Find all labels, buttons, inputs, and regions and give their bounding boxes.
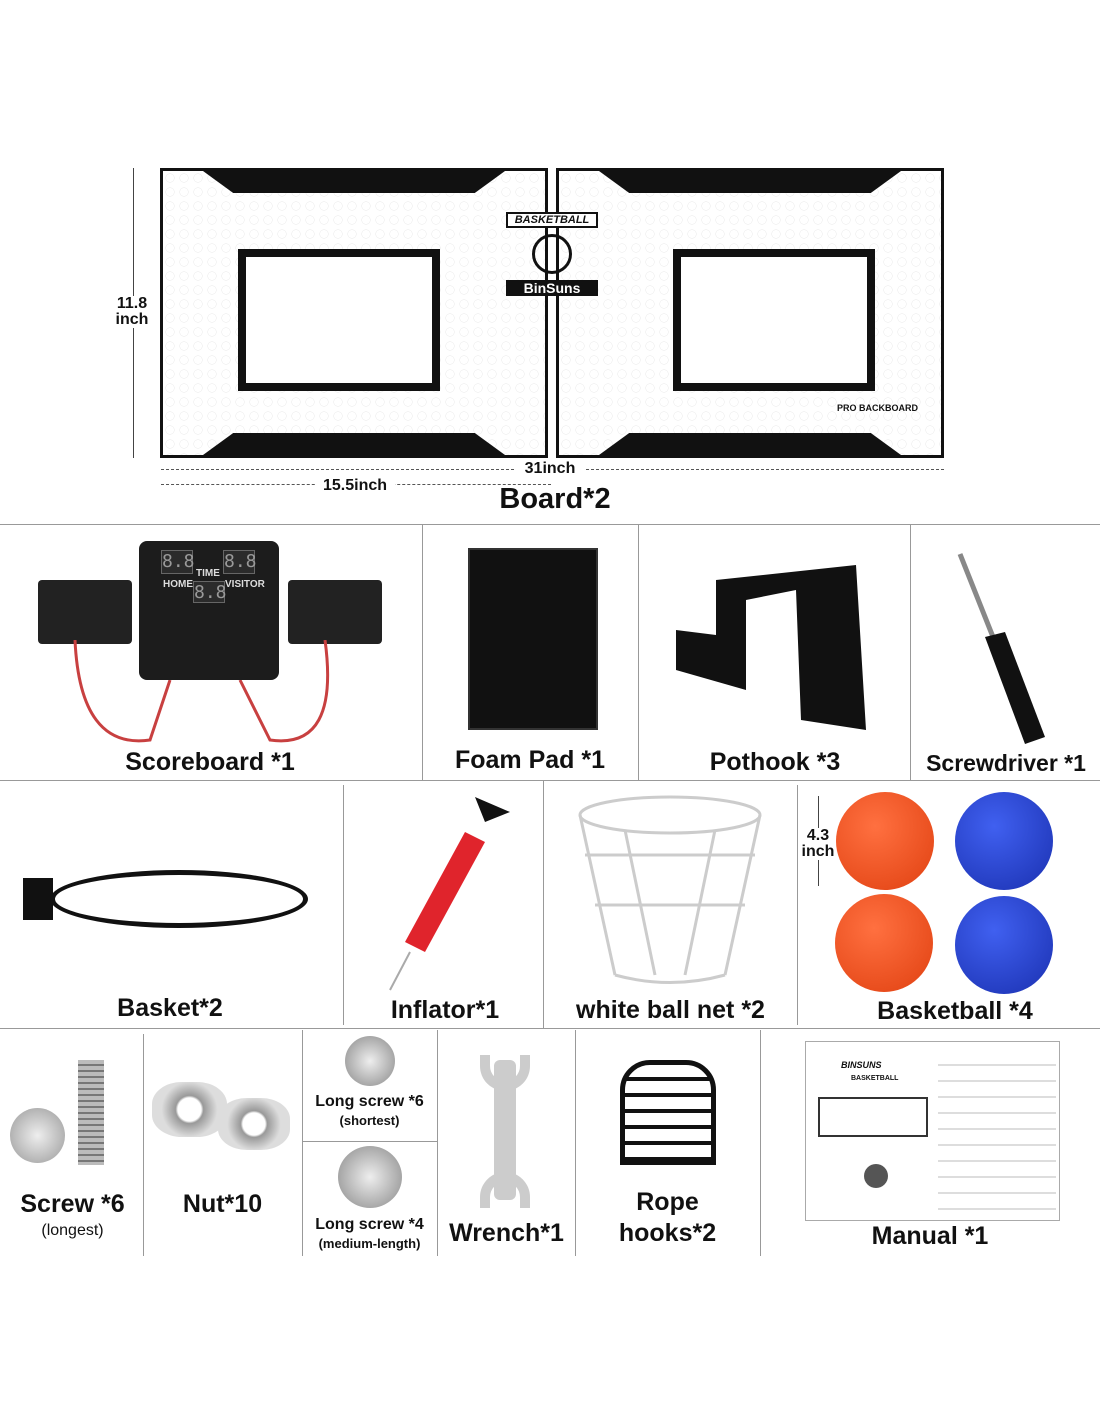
basket-label: Basket*2: [117, 994, 223, 1022]
rope-hooks-label-line1: Rope: [636, 1188, 699, 1216]
ball-net-label: white ball net *2: [576, 996, 765, 1024]
foam-pad-label: Foam Pad *1: [454, 746, 606, 774]
blue-ball: [955, 792, 1053, 890]
scoreboard-box: 8.8 8.8 TIME HOME VISITOR 8.8: [139, 541, 279, 680]
manual-label: Manual *1: [871, 1222, 989, 1250]
pothook-label: Pothook *3: [709, 748, 841, 776]
backboard-window: [673, 249, 875, 391]
pro-backboard-text: PRO BACKBOARD: [837, 403, 918, 413]
board-half-width-dim: 15.5inch: [315, 478, 395, 494]
nut-label: Nut*10: [182, 1190, 263, 1218]
backboard-right: PRO BACKBOARD: [556, 168, 944, 458]
board-height-dim: 11.8 inch: [110, 296, 154, 328]
backboard-window: [238, 249, 440, 391]
inflator-label: Inflator*1: [390, 996, 500, 1024]
backboard-left: [160, 168, 548, 458]
screw-longest-label: Screw *6: [20, 1190, 125, 1218]
board-total-width-dim: 31inch: [515, 461, 585, 477]
ball-size-dim: 4.3 inch: [800, 827, 836, 860]
blue-ball: [955, 896, 1053, 994]
brand-logo: BASKETBALL BinSuns: [506, 212, 598, 296]
wrench-label: Wrench*1: [449, 1219, 564, 1247]
scoreboard-label: Scoreboard *1: [125, 748, 295, 776]
orange-ball: [836, 792, 934, 890]
orange-ball: [835, 894, 933, 992]
rope-hooks-label-line2: hooks*2: [618, 1219, 717, 1247]
manual-sheet: BINSUNS BASKETBALL: [805, 1041, 1060, 1221]
screwdriver-label: Screwdriver *1: [926, 750, 1086, 776]
board-label: Board*2: [499, 483, 611, 515]
basketball-label: Basketball *4: [877, 997, 1033, 1025]
